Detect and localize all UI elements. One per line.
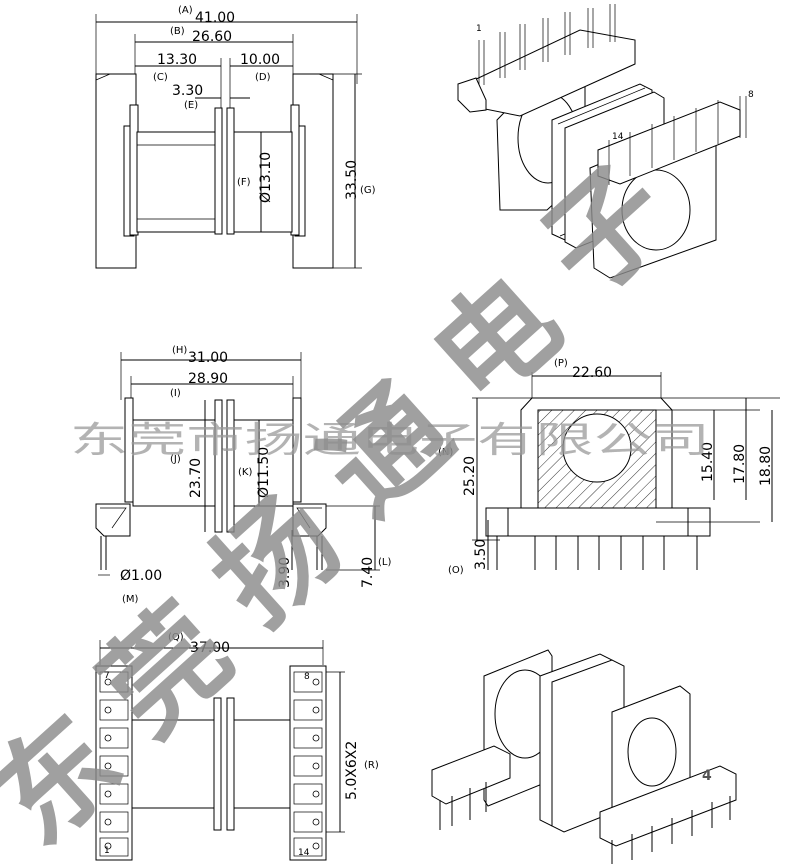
dim-g-letter: (G) [360,185,376,196]
end-core-hole [562,413,632,483]
side-view: (H) 31.00 (I) 28.90 23.70 (J) Ø11.50 (K)… [95,345,391,605]
dim-r-letter: (R) [364,760,379,771]
bottom-pin-7-label: 7 [104,671,110,681]
dim-18-80-value: 18.80 [758,446,774,486]
dim-o-value: 3.50 [473,539,489,570]
top-center-flange-a [214,107,223,235]
top-bobbin-tube [136,131,216,233]
isometric-bottom-view: 4 [431,649,737,864]
dim-j-value: 23.70 [188,458,204,498]
dim-g-value: 33.50 [344,160,360,200]
dim-p-value: 22.60 [572,365,612,381]
dim-o-letter: (O) [448,565,464,576]
dim-a-value: 41.00 [195,10,235,26]
dim-17-80-value: 17.80 [732,444,748,484]
side-center-flange-b [226,399,235,533]
dim-q-letter: (Q) [168,632,184,643]
iso-pin-1-label: 1 [476,24,482,34]
dim-a-letter: (A) [178,5,193,16]
dim-r-value: 5.0X6X2 [344,741,360,800]
dim-l-letter: (L) [378,557,391,568]
dim-p-letter: (P) [554,358,568,369]
bottom-pin-14-label: 14 [298,848,310,858]
dim-f-letter: (F) [237,177,251,188]
dim-m-value: Ø1.00 [120,568,162,584]
dim-h-value: 31.00 [188,350,228,366]
dim-n-value: 25.20 [462,456,478,496]
dim-h-letter: (H) [172,345,187,356]
dim-c-value: 13.30 [157,52,197,68]
dim-b-letter: (B) [170,26,185,37]
iso-pin-14-label: 14 [612,132,624,142]
watermark-company-line: 东莞市扬通电子有限公司 [70,420,710,461]
dim-e-letter: (E) [184,100,198,111]
dim-k-letter: (K) [238,467,252,478]
dim-k-value: Ø11.50 [256,447,272,498]
dim-15-40-value: 15.40 [700,442,716,482]
side-center-flange-a [214,399,223,533]
bottom-pin-8-label: 8 [304,672,310,682]
dim-b-value: 26.60 [192,29,232,45]
dim-i-letter: (I) [170,388,181,399]
dim-n-letter: (N) [438,447,453,458]
dim-q-value: 37.00 [190,640,230,656]
dim-d-letter: (D) [255,72,271,83]
iso2-corner-mark: 4 [702,768,712,784]
dim-e-value: 3.30 [172,83,203,99]
dim-m-letter: (M) [122,594,139,605]
dim-c-letter: (C) [153,72,168,83]
dim-l-value: 7.40 [360,557,376,588]
top-view: (A) 41.00 (B) 26.60 13.30 (C) 10.00 (D) … [95,5,376,269]
end-view: (P) 22.60 25.20 (N) 3.50 (O) 15.40 17.80… [438,358,780,576]
iso-pin-8-label: 8 [748,90,754,100]
isometric-top-view: 1 8 14 [457,4,754,279]
dim-f-value: Ø13.10 [258,152,274,203]
top-center-flange-b [226,107,235,235]
bottom-pin-1-label: 1 [104,846,110,856]
dim-j-letter: (J) [170,454,181,465]
iso2-front-pin-header [599,765,737,847]
bottom-right-pin-row [289,665,327,861]
dim-d-value: 10.00 [240,52,280,68]
dim-i-value: 28.90 [188,371,228,387]
dim-l2-value: 3.90 [277,557,293,588]
bottom-left-pin-row [95,665,133,861]
bottom-view: (Q) 37.00 5.0X6X2 (R) 7 8 1 14 [95,632,379,861]
